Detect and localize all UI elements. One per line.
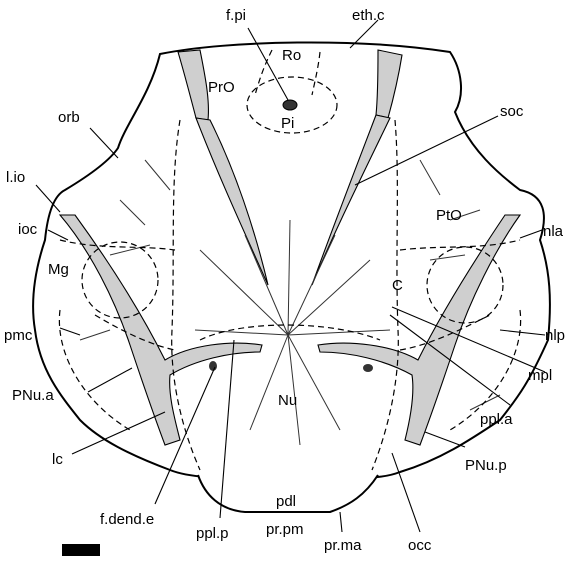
label-nu: Nu: [278, 392, 297, 409]
label-nlp: nlp: [545, 327, 565, 344]
label-mg: Mg: [48, 261, 69, 278]
label-occ: occ: [408, 537, 432, 554]
label-pr-ma: pr.ma: [324, 537, 362, 554]
dend-pit-right: [363, 364, 373, 372]
label-lc: lc: [52, 451, 63, 468]
label-pi: Pi: [281, 115, 294, 132]
label-ioc: ioc: [18, 221, 38, 238]
label-mpl: mpl: [528, 367, 552, 384]
label-soc: soc: [500, 103, 524, 120]
label-f-dend-e: f.dend.e: [100, 511, 154, 528]
label-c: C: [392, 277, 403, 294]
label-pto: PtO: [436, 207, 462, 224]
label-pdl: pdl: [276, 493, 296, 510]
label-l-io: l.io: [6, 169, 25, 186]
label-pmc: pmc: [4, 327, 33, 344]
label-nla: nla: [543, 223, 564, 240]
label-pro: PrO: [208, 79, 235, 96]
pineal-foramen: [283, 100, 297, 110]
label-ppl-a: ppl.a: [480, 411, 513, 428]
scale-bar: [62, 544, 100, 556]
dend-pit-left: [209, 361, 217, 371]
label-f-pi: f.pi: [226, 7, 246, 24]
label-pr-pm: pr.pm: [266, 521, 304, 538]
label-ppl-p: ppl.p: [196, 525, 229, 542]
label-pnu-a: PNu.a: [12, 387, 54, 404]
label-pnu-p: PNu.p: [465, 457, 507, 474]
label-eth-c: eth.c: [352, 7, 385, 24]
label-ro: Ro: [282, 47, 301, 64]
label-orb: orb: [58, 109, 80, 126]
